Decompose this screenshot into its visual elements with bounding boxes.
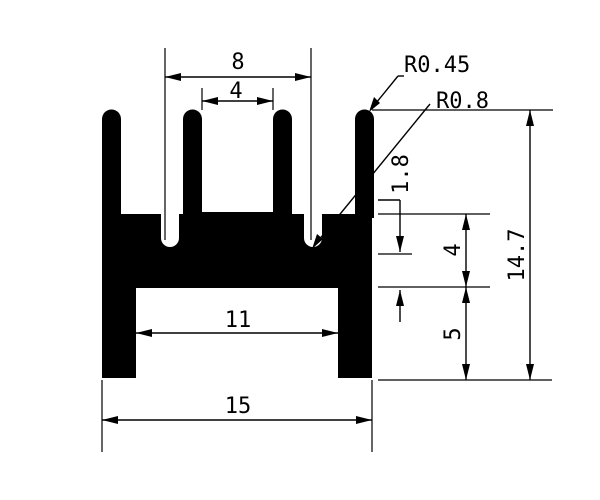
dimension-total-height: 14.7 xyxy=(505,110,534,380)
dimension-outer-pitch: 8 xyxy=(165,50,311,81)
fin-inner-left xyxy=(183,109,202,216)
fin-inner-right xyxy=(273,109,292,216)
dimension-base-height: 5 xyxy=(441,287,470,380)
dimension-inner-pitch: 4 xyxy=(202,79,273,105)
dimension-inner-span: 11 xyxy=(136,308,338,337)
dimension-root-radius: R0.8 xyxy=(312,89,489,249)
fin-outer-right xyxy=(355,109,374,218)
extension-lines xyxy=(101,48,553,452)
dimension-total-width: 15 xyxy=(102,394,372,424)
dimension-tip-radius-label: R0.45 xyxy=(404,53,470,78)
dimension-base-height-label: 5 xyxy=(441,327,466,340)
dimension-tip-radius: R0.45 xyxy=(369,53,470,112)
heatsink-profile xyxy=(102,109,374,378)
dimension-outer-pitch-label: 8 xyxy=(231,50,244,75)
dimension-slot-depth-label: 4 xyxy=(441,243,466,256)
dimension-total-height-label: 14.7 xyxy=(505,229,530,282)
heatsink-body xyxy=(102,162,372,378)
fin-outer-left xyxy=(102,109,121,170)
dimension-inner-pitch-label: 4 xyxy=(229,79,242,104)
dimension-fin-width: 1.8 xyxy=(378,154,414,322)
dimension-root-radius-label: R0.8 xyxy=(436,89,489,114)
dimension-total-width-label: 15 xyxy=(225,394,252,419)
dimension-inner-span-label: 11 xyxy=(225,308,252,333)
dimension-fin-width-label: 1.8 xyxy=(389,154,414,194)
dimension-slot-depth: 4 xyxy=(441,214,470,287)
